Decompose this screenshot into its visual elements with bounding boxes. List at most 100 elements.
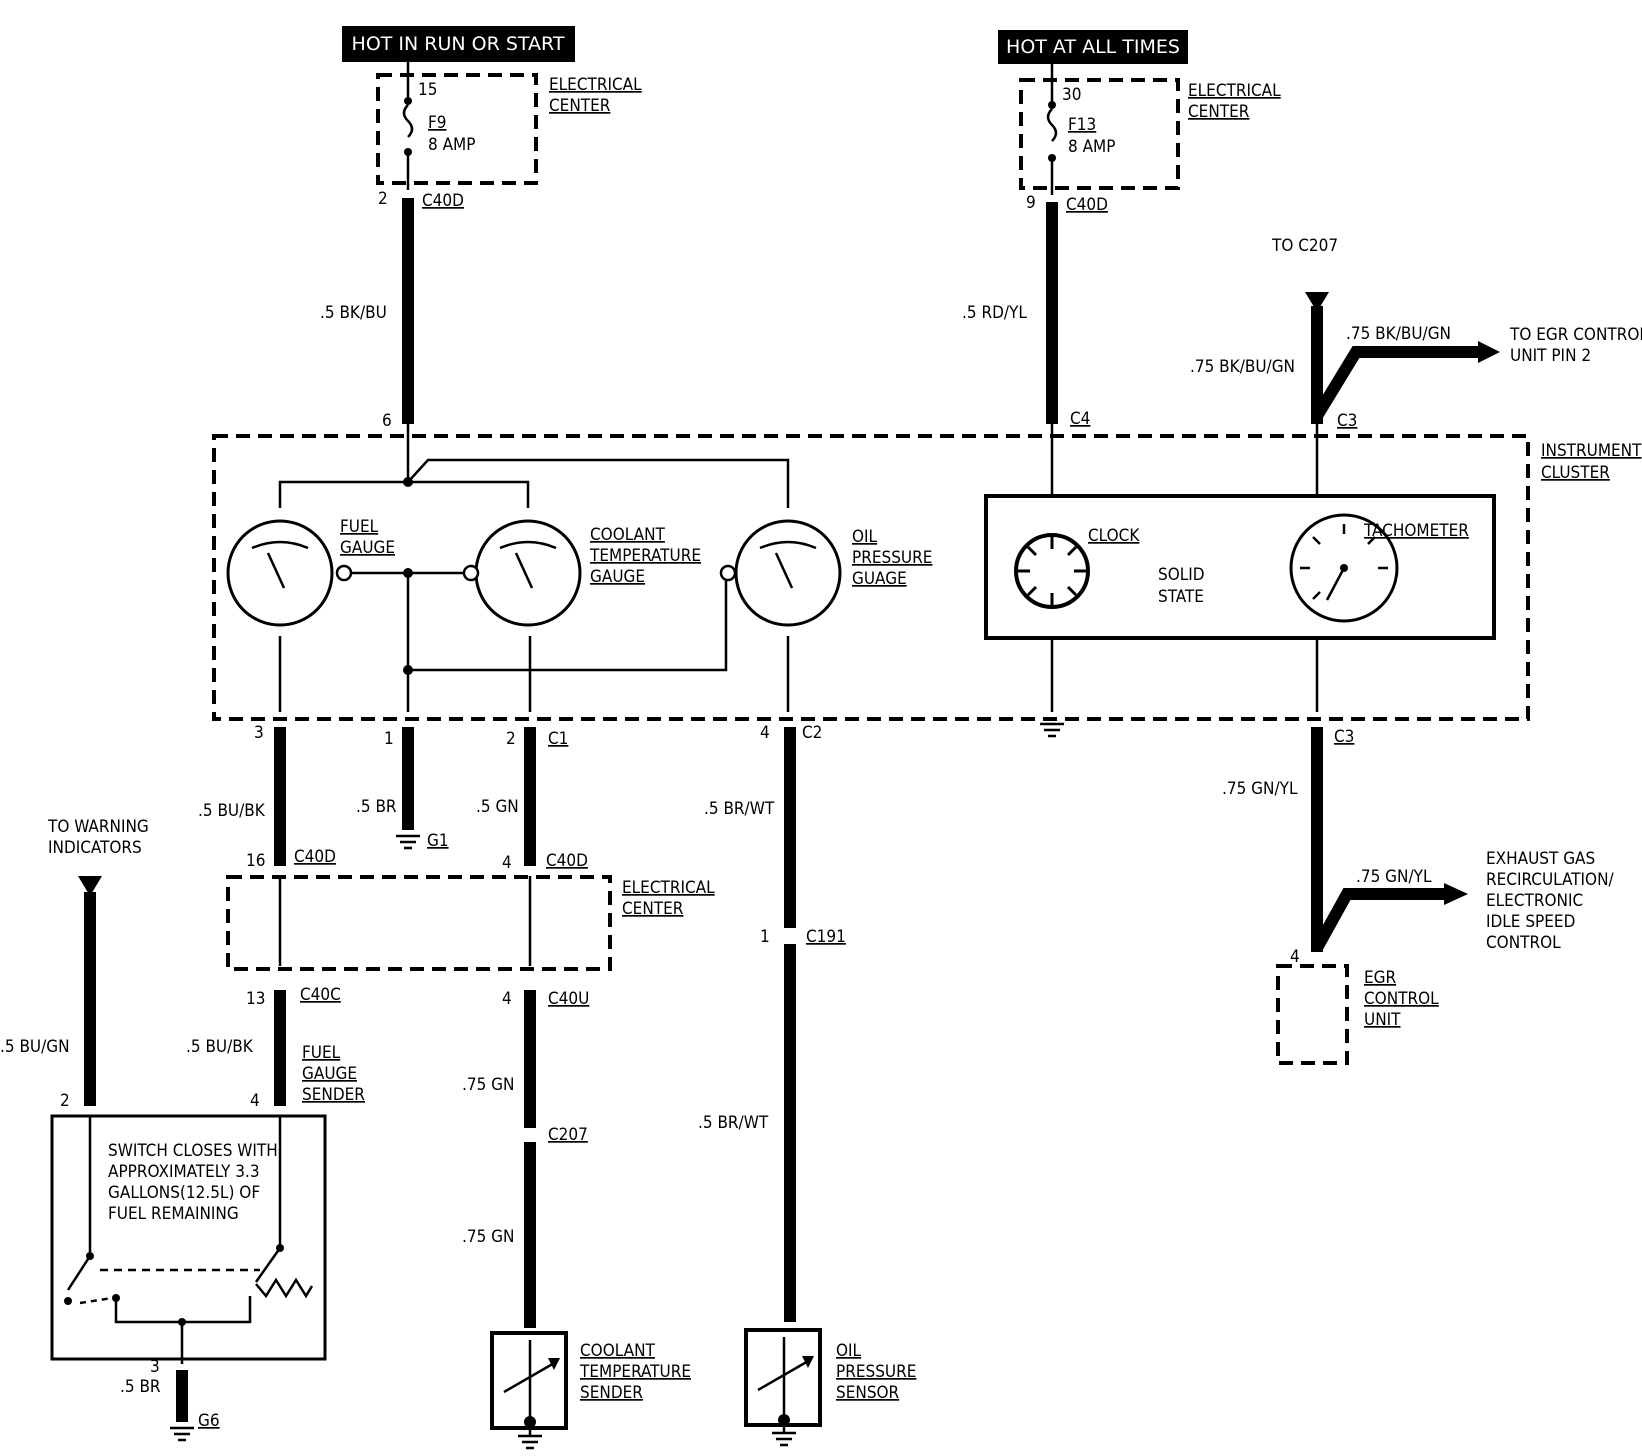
svg-text:.75 BK/BU/GN: .75 BK/BU/GN — [1190, 357, 1295, 377]
ground-g1-label: G1 — [427, 831, 449, 851]
svg-text:.5 BK/BU: .5 BK/BU — [320, 303, 387, 323]
svg-text:SENDER: SENDER — [580, 1383, 643, 1403]
svg-text:3: 3 — [254, 723, 264, 743]
svg-text:GALLONS(12.5L) OF: GALLONS(12.5L) OF — [108, 1183, 260, 1203]
svg-text:GAUGE: GAUGE — [302, 1064, 357, 1084]
connector-c3: C3 — [1337, 411, 1357, 431]
coolant-gauge-icon — [462, 519, 582, 627]
solid-state-box — [984, 494, 1496, 640]
svg-text:4: 4 — [502, 989, 512, 1009]
svg-text:FUEL REMAINING: FUEL REMAINING — [108, 1204, 239, 1224]
solid-state-label: SOLID — [1158, 565, 1205, 585]
svg-text:.5 BU/BK: .5 BU/BK — [198, 801, 266, 821]
svg-text:13: 13 — [246, 989, 265, 1009]
connector-c191: C191 — [806, 927, 846, 947]
svg-text:ELECTRICAL: ELECTRICAL — [1188, 81, 1281, 101]
clock-icon — [1014, 533, 1090, 609]
fuel-gauge-icon — [226, 519, 353, 627]
svg-text:TEMPERATURE: TEMPERATURE — [589, 546, 701, 566]
svg-text:SENSOR: SENSOR — [836, 1383, 900, 1403]
svg-text:4: 4 — [250, 1091, 260, 1111]
svg-text:.5 GN: .5 GN — [476, 797, 519, 817]
svg-text:UNIT: UNIT — [1364, 1010, 1401, 1030]
ground-g6-icon — [170, 1426, 194, 1442]
svg-text:1: 1 — [760, 927, 770, 947]
svg-text:.5 BR: .5 BR — [120, 1377, 161, 1397]
clock-label: CLOCK — [1088, 526, 1140, 546]
instrument-cluster-outline — [212, 434, 1530, 721]
svg-text:.75 GN/YL: .75 GN/YL — [1222, 779, 1298, 799]
electrical-center-f13: 30 F13 8 AMP ELECTRICAL CENTER — [1019, 64, 1281, 195]
svg-text:.75 GN: .75 GN — [462, 1075, 514, 1095]
internal-wires — [278, 424, 1319, 966]
egr-recirc-label: EXHAUST GAS — [1486, 849, 1595, 869]
connector-labels: 2 C40D 9 C40D 6 C4 C3 3 1 2 C1 4 C2 C3 1… — [60, 189, 1357, 1431]
svg-text:F9: F9 — [428, 113, 447, 133]
svg-text:4: 4 — [502, 853, 512, 873]
svg-text:IDLE SPEED: IDLE SPEED — [1486, 912, 1575, 932]
svg-text:.75 BK/BU/GN: .75 BK/BU/GN — [1346, 324, 1451, 344]
banner-hot-at-all-times: HOT AT ALL TIMES — [998, 30, 1188, 64]
coolant-gauge-label: COOLANT — [590, 525, 666, 545]
svg-text:CONTROL: CONTROL — [1364, 989, 1439, 1009]
svg-text:2: 2 — [60, 1091, 70, 1111]
svg-text:6: 6 — [382, 411, 392, 431]
connector-c2: C2 — [802, 723, 822, 743]
svg-text:.75 GN/YL: .75 GN/YL — [1356, 867, 1432, 887]
svg-text:F13: F13 — [1068, 115, 1096, 135]
wire-labels: .5 BK/BU .5 RD/YL .75 BK/BU/GN .75 BK/BU… — [0, 303, 1451, 1397]
oil-gauge-label: OIL — [852, 527, 878, 547]
connector-c40c: C40C — [300, 985, 341, 1005]
wire-runs — [78, 198, 1500, 1422]
svg-text:16: 16 — [246, 851, 265, 871]
tachometer-label: TACHOMETER — [1363, 521, 1469, 541]
svg-text:C3: C3 — [1334, 727, 1354, 747]
tachometer-icon — [1289, 513, 1399, 623]
svg-text:CENTER: CENTER — [1188, 102, 1250, 122]
coolant-temperature-sender-icon — [490, 1331, 568, 1430]
svg-text:UNIT PIN 2: UNIT PIN 2 — [1510, 346, 1591, 366]
egr-unit-label: EGR — [1364, 968, 1397, 988]
coolant-sender-label: COOLANT — [580, 1341, 656, 1361]
svg-text:.5 BR/WT: .5 BR/WT — [698, 1113, 769, 1133]
ground-coolant-sender-icon — [518, 1428, 542, 1450]
ground-g1-icon — [396, 834, 420, 850]
svg-text:.5 BU/GN: .5 BU/GN — [0, 1037, 70, 1057]
svg-text:CONTROL: CONTROL — [1486, 933, 1561, 953]
svg-text:CENTER: CENTER — [622, 899, 684, 919]
svg-text:C40D: C40D — [1066, 195, 1108, 215]
svg-text:INDICATORS: INDICATORS — [48, 838, 142, 858]
svg-text:C40D: C40D — [294, 847, 336, 867]
svg-text:8 AMP: 8 AMP — [428, 135, 475, 155]
svg-text:.5 BU/BK: .5 BU/BK — [186, 1037, 254, 1057]
svg-text:8 AMP: 8 AMP — [1068, 137, 1115, 157]
svg-text:4: 4 — [1290, 947, 1300, 967]
svg-text:4: 4 — [760, 723, 770, 743]
banner-hot-in-run-or-start: HOT IN RUN OR START — [342, 26, 575, 62]
svg-text:.75 GN: .75 GN — [462, 1227, 514, 1247]
ground-clock-icon — [1040, 722, 1064, 738]
svg-text:CLUSTER: CLUSTER — [1541, 463, 1610, 483]
svg-text:GUAGE: GUAGE — [852, 569, 907, 589]
connector-c4: C4 — [1070, 409, 1090, 429]
to-warning-label: TO WARNING — [47, 817, 149, 837]
switch-note: SWITCH CLOSES WITH — [108, 1141, 278, 1161]
svg-text:15: 15 — [418, 80, 437, 100]
to-egr-label: TO EGR CONTROL — [1509, 325, 1642, 345]
svg-text:1: 1 — [384, 729, 394, 749]
svg-text:ELECTRICAL: ELECTRICAL — [549, 75, 642, 95]
ground-g6-label: G6 — [198, 1411, 220, 1431]
svg-text:2: 2 — [506, 729, 516, 749]
svg-text:3: 3 — [150, 1357, 160, 1377]
svg-text:ELECTRICAL: ELECTRICAL — [622, 878, 715, 898]
svg-text:STATE: STATE — [1158, 587, 1204, 607]
svg-text:CENTER: CENTER — [549, 96, 611, 116]
svg-text:.5 BR/WT: .5 BR/WT — [704, 799, 775, 819]
svg-text:PRESSURE: PRESSURE — [852, 548, 932, 568]
svg-text:HOT AT ALL TIMES: HOT AT ALL TIMES — [1006, 36, 1180, 58]
svg-text:30: 30 — [1062, 85, 1081, 105]
to-c207-label: TO C207 — [1271, 236, 1338, 256]
fuel-gauge-label: FUEL — [340, 517, 379, 537]
svg-text:GAUGE: GAUGE — [590, 567, 645, 587]
